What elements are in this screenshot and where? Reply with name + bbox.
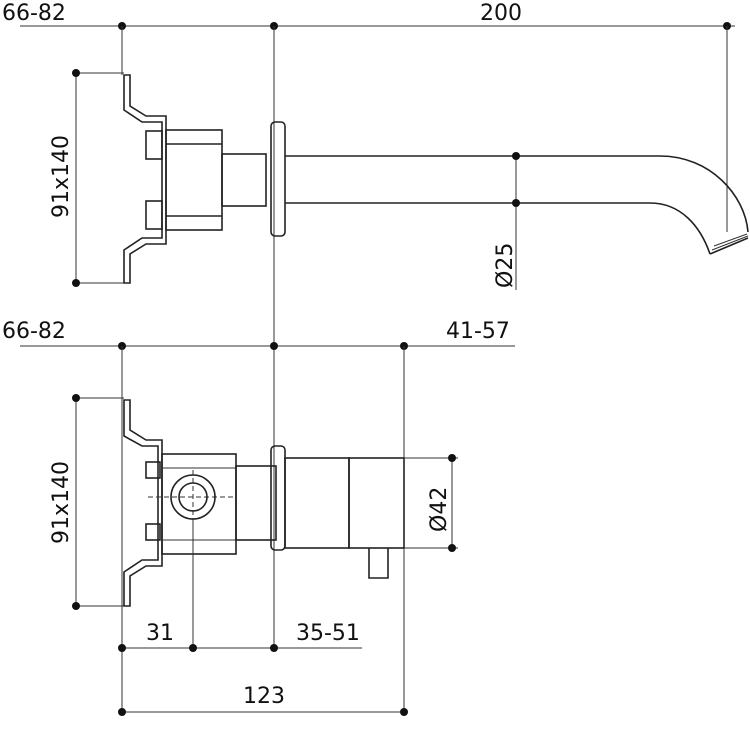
dimension-dot	[270, 342, 278, 350]
mixer-body-rear	[284, 457, 350, 549]
mixer-flange	[270, 445, 286, 551]
mixer-total-label: 123	[243, 684, 285, 709]
dimension-dot	[448, 544, 456, 552]
dimension-dot	[118, 644, 126, 652]
mixer-valve-outer-ring	[170, 474, 216, 520]
spout-mounting-bracket	[123, 74, 167, 284]
mixer-valve-inner-ring	[178, 482, 208, 512]
spout-top-edge	[285, 155, 749, 233]
dimension-dot	[189, 644, 197, 652]
dimension-dot	[118, 708, 126, 716]
dimension-dot	[72, 279, 80, 287]
mixer-valve-box	[161, 453, 237, 555]
dimension-dot	[448, 454, 456, 462]
spout-plate-label: 91x140	[49, 135, 74, 218]
dimension-dot	[512, 199, 520, 207]
mixer-connector	[235, 465, 277, 541]
mounting-stud	[145, 461, 161, 479]
dimension-dot	[270, 644, 278, 652]
spout-length-label: 200	[480, 1, 522, 26]
spout-flange	[270, 121, 286, 237]
spout-width-label: 66-82	[2, 1, 66, 26]
mixer-diameter-label: Ø42	[427, 487, 452, 532]
dimension-dot	[512, 152, 520, 160]
spout-diameter-label: Ø25	[493, 243, 518, 288]
mixer-body-front	[348, 457, 405, 549]
dimension-dot	[72, 602, 80, 610]
mixer-projection-label: 41-57	[446, 319, 510, 344]
dimension-dot	[72, 69, 80, 77]
mounting-stud	[145, 523, 161, 541]
mixer-depth-label: 35-51	[296, 621, 360, 646]
mixer-plate-label: 91x140	[49, 461, 74, 544]
spout-valve-body	[165, 129, 223, 231]
mixer-mounting-bracket	[123, 399, 163, 607]
mixer-width-label: 66-82	[2, 319, 66, 344]
spout-view: 66-82 200 91x140	[2, 1, 749, 650]
mixer-view: 66-82 41-57 91x140	[2, 319, 515, 716]
mixer-handle	[368, 548, 389, 579]
mounting-stud	[145, 130, 163, 160]
mixer-offset-label: 31	[146, 621, 174, 646]
spout-bottom-edge	[285, 202, 711, 255]
mounting-stud	[145, 200, 163, 230]
dimension-dot	[400, 708, 408, 716]
dimension-dot	[72, 394, 80, 402]
spout-connector	[221, 153, 267, 207]
